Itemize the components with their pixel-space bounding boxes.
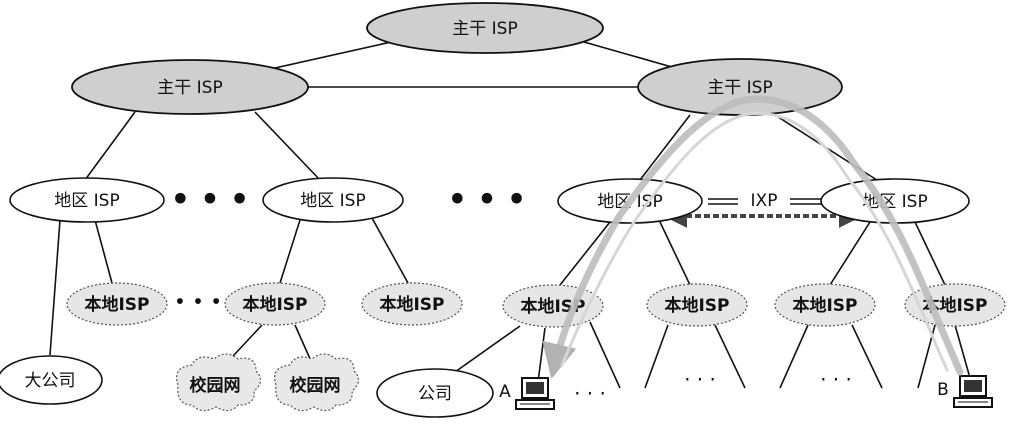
edge-r3-l5	[659, 221, 691, 286]
company-label: 公司	[418, 384, 452, 404]
big-company: 大公司	[0, 355, 103, 405]
backbone-isp-top-label: 主干 ISP	[452, 19, 517, 39]
campus-network-2: 校园网	[274, 353, 360, 412]
regional-isp-1-label: 地区 ISP	[54, 191, 119, 211]
nodes: 主干 ISP 主干 ISP 主干 ISP 地区 ISP 地区 ISP 地区 IS…	[0, 2, 1006, 418]
edge-l4-more	[589, 321, 621, 389]
host-b: B	[937, 375, 993, 408]
local-isp-2: 本地ISP	[224, 282, 326, 326]
edge-br-r3	[639, 114, 691, 181]
regional-isp-4: 地区 ISP	[820, 178, 970, 224]
ellipsis-local-left: • • •	[174, 290, 222, 314]
edge-r2-l2	[279, 219, 301, 284]
edge-r3-l4	[559, 221, 611, 286]
backbone-isp-top: 主干 ISP	[366, 2, 604, 54]
edge-l7-hostB	[954, 324, 971, 379]
path-arc-inner	[560, 111, 949, 372]
backbone-isp-right: 主干 ISP	[637, 58, 843, 116]
regional-isp-1: 地区 ISP	[9, 177, 165, 223]
edge-r1-l1	[94, 219, 113, 284]
local-isp-6-label: 本地ISP	[792, 295, 857, 316]
edge-l4-hostA	[537, 327, 546, 383]
edge-l5-a	[644, 324, 669, 389]
local-isp-5: 本地ISP	[646, 283, 748, 327]
path-arc-outer	[542, 95, 964, 379]
edge-l4-company	[454, 325, 521, 373]
edge-l5-b	[714, 324, 746, 389]
big-company-label: 大公司	[25, 371, 76, 391]
backbone-isp-left-label: 主干 ISP	[157, 78, 222, 98]
backbone-isp-left: 主干 ISP	[71, 59, 309, 115]
campus-network-2-label: 校园网	[290, 375, 341, 396]
company: 公司	[376, 368, 494, 418]
local-isp-3: 本地ISP	[361, 282, 463, 326]
local-isp-5-label: 本地ISP	[664, 295, 729, 316]
ellipsis-local-5: · · ·	[684, 368, 716, 392]
edge-bl-r1	[84, 111, 136, 181]
edges	[49, 37, 971, 389]
local-isp-2-label: 本地ISP	[242, 294, 307, 315]
edge-r4-l7	[914, 221, 946, 286]
host-a-label: A	[499, 382, 511, 402]
ixp-label: IXP	[751, 191, 778, 211]
computer-icon	[953, 375, 993, 408]
edge-bl-r2	[254, 111, 321, 181]
local-isp-3-label: 本地ISP	[379, 294, 444, 315]
edge-r1-bigco	[49, 219, 61, 356]
packet-path	[542, 95, 964, 379]
local-isp-6: 本地ISP	[774, 283, 876, 327]
ellipsis-regional-left: • • •	[171, 183, 249, 218]
local-isp-1: 本地ISP	[66, 282, 168, 326]
ellipsis-host-a: · · ·	[574, 382, 606, 406]
campus-network-1: 校园网	[176, 353, 262, 412]
regional-isp-4-label: 地区 ISP	[862, 192, 927, 212]
local-isp-7-label: 本地ISP	[922, 295, 987, 316]
regional-isp-2: 地区 ISP	[262, 177, 404, 223]
edge-r2-l3	[371, 217, 409, 284]
campus-network-1-label: 校园网	[190, 375, 241, 396]
host-b-label: B	[937, 380, 949, 400]
ellipsis-regional-mid: • • •	[448, 183, 526, 218]
ellipsis-local-6: · · ·	[820, 368, 852, 392]
local-isp-1-label: 本地ISP	[84, 294, 149, 315]
edge-r4-l6	[829, 221, 871, 286]
computer-icon	[515, 377, 555, 410]
regional-isp-2-label: 地区 ISP	[300, 191, 365, 211]
edge-l6-a	[779, 324, 809, 389]
ixp-link	[663, 198, 863, 228]
host-a: A	[499, 377, 555, 410]
backbone-isp-right-label: 主干 ISP	[707, 78, 772, 98]
edge-l6-b	[851, 324, 883, 389]
